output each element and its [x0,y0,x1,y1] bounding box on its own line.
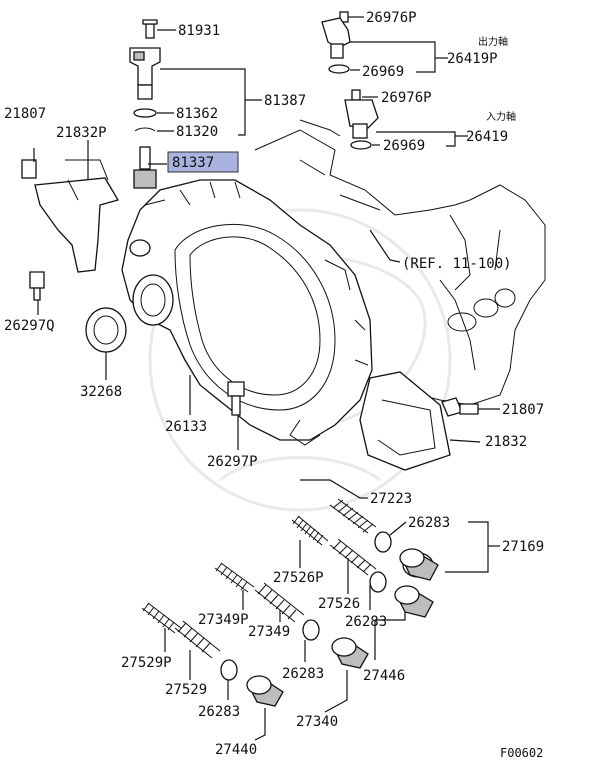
label-21807-left: 21807 [4,106,46,122]
oil-seal-32268 [85,307,127,353]
label-26283-d: 26283 [198,704,240,720]
label-81931: 81931 [178,23,220,39]
label-input-shaft: 入力軸 [486,110,516,123]
label-26976P-top: 26976P [366,10,417,26]
spring-27529 [174,620,221,659]
label-81337: 81337 [172,155,214,171]
gear-81337-shaft [139,146,151,170]
o-ring-26283-a [374,531,392,553]
o-ring-81362 [133,108,157,118]
label-32268: 32268 [80,384,122,400]
label-27440: 27440 [215,742,257,758]
gear-81337 [133,169,157,189]
label-81387: 81387 [264,93,306,109]
bolt-21807-left [21,159,37,179]
bolt-26297Q [29,271,45,289]
part-labels: 81931 26976P 出力軸 26969 26419P 81362 8138… [4,10,544,760]
label-81320: 81320 [176,124,218,140]
bolt-21807-right [441,397,463,417]
transmission-case-outline [254,129,546,406]
label-27223: 27223 [370,491,412,507]
label-26969-top: 26969 [362,64,404,80]
label-27446: 27446 [363,668,405,684]
piston-27446 [394,585,434,618]
sensor-26419P-assembly [321,11,351,74]
spring-27526 [329,538,377,576]
piston-27440 [246,675,284,707]
label-27340: 27340 [296,714,338,730]
bolt-26297P [227,381,245,416]
sensor-26419-assembly [299,89,379,150]
label-26976P-mid: 26976P [381,90,432,106]
spring-27223 [329,498,377,534]
label-26133: 26133 [165,419,207,435]
spring-27529P [141,602,182,634]
label-26419P: 26419P [447,51,498,67]
o-ring-26969-top [328,64,350,74]
label-21807-right: 21807 [502,402,544,418]
label-21832P: 21832P [56,125,107,141]
o-ring-26283-d [220,659,238,681]
bolt-81931 [145,23,155,39]
label-27169: 27169 [502,539,544,555]
o-ring-26969-mid [350,140,372,150]
label-26969-mid: 26969 [383,138,425,154]
label-27529P: 27529P [121,655,172,671]
label-27526P: 27526P [273,570,324,586]
label-27529: 27529 [165,682,207,698]
clip-81320 [134,127,156,132]
label-output-shaft: 出力軸 [478,35,508,48]
spring-27526P [291,515,329,546]
label-26283-b: 26283 [345,614,387,630]
label-27349: 27349 [248,624,290,640]
label-26297Q: 26297Q [4,318,55,334]
label-21832: 21832 [485,434,527,450]
label-81362: 81362 [176,106,218,122]
bracket-21832P [21,159,119,301]
piston-27340 [331,637,369,669]
label-26283-a: 26283 [408,515,450,531]
piston-27169 [399,548,439,581]
label-26297P: 26297P [207,454,258,470]
label-27349P: 27349P [198,612,249,628]
figure-code: F00602 [500,746,543,760]
label-27526: 27526 [318,596,360,612]
clutch-housing [121,179,373,446]
spring-27349P [214,562,255,593]
label-ref: (REF. 11-100) [402,256,512,272]
o-ring-26283-c [302,619,320,641]
label-26283-c: 26283 [282,666,324,682]
spring-27349 [254,582,305,623]
label-26419: 26419 [466,129,508,145]
bracket-21832 [359,371,479,471]
highlight-81337 [167,151,239,173]
leader-lines [33,16,500,741]
o-ring-26283-b [369,571,387,593]
sensor-81387-assembly [129,19,161,189]
